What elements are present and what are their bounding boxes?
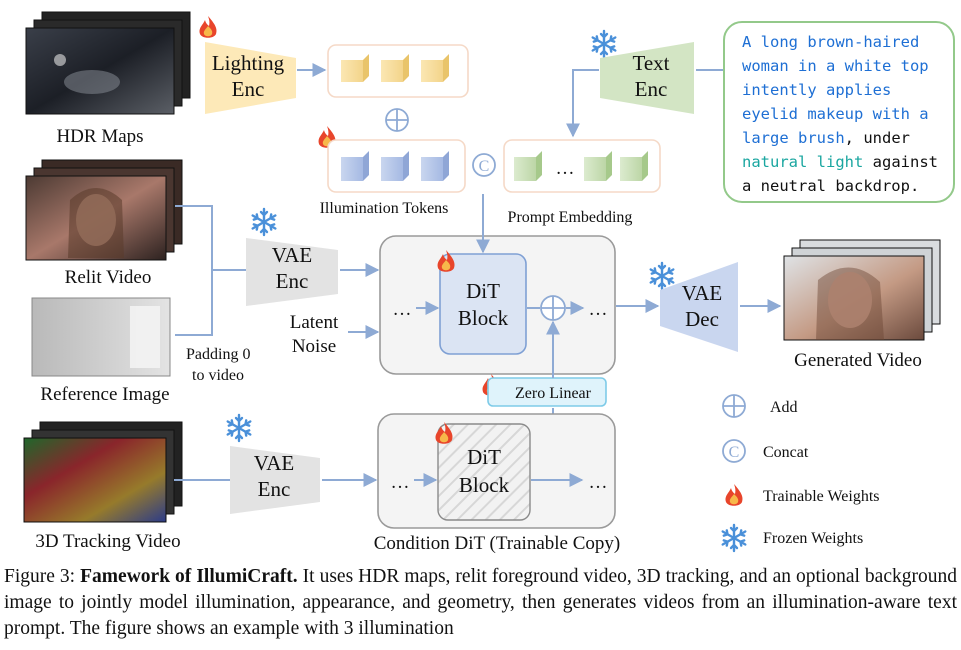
lighting-token	[341, 54, 369, 82]
reference-image-label: Reference Image	[40, 384, 169, 405]
lighting-token	[381, 54, 409, 82]
add-symbol	[385, 108, 409, 132]
legend-add: Add	[770, 399, 798, 416]
svg-text:C: C	[479, 158, 490, 175]
padding-label-2: to video	[192, 367, 244, 384]
vae-dec-label-1: VAE	[682, 281, 722, 305]
prompt-token	[514, 151, 542, 181]
lighting-encoder	[205, 42, 296, 114]
zero-linear-label: Zero Linear	[515, 385, 592, 402]
legend: Add C Concat Trainable Weights Frozen We…	[721, 394, 879, 553]
frozen-snowflake-icon	[226, 413, 252, 443]
illumination-tokens-label: Illumination Tokens	[320, 200, 449, 217]
text-prompt-box	[723, 21, 955, 203]
lighting-enc-label-2: Enc	[232, 77, 265, 101]
prompt-embedding-label: Prompt Embedding	[508, 209, 633, 226]
frozen-snowflake-icon	[591, 29, 617, 59]
caption-prefix: Figure 3:	[4, 566, 81, 587]
main-dit-ellipsis-left: …	[393, 299, 412, 320]
prompt-token	[584, 151, 612, 181]
vae-decoder	[660, 262, 738, 352]
concat-symbol: C	[472, 153, 496, 177]
legend-trainable: Trainable Weights	[763, 488, 879, 505]
condition-dit-block-label-1: DiT	[467, 445, 501, 469]
trainable-fire-icon	[725, 484, 743, 506]
vae-enc-label-2: Enc	[276, 269, 309, 293]
figure-caption: Figure 3: Famework of IllumiCraft. It us…	[4, 564, 957, 642]
legend-frozen: Frozen Weights	[763, 530, 863, 547]
caption-title: Famework of IllumiCraft.	[80, 566, 298, 587]
dit-block-label-1: DiT	[466, 279, 500, 303]
condition-dit-label: Condition DiT (Trainable Copy)	[374, 533, 620, 554]
reference-image	[31, 297, 171, 377]
frozen-snowflake-icon	[721, 523, 747, 553]
vae-enc2-label-1: VAE	[254, 451, 294, 475]
latent-noise-label-2: Noise	[292, 336, 336, 357]
hdr-maps-stack	[25, 11, 191, 115]
text-enc-label-1: Text	[632, 51, 669, 75]
tracking-video-stack	[23, 421, 183, 523]
latent-noise-label-1: Latent	[290, 312, 339, 333]
legend-concat: Concat	[763, 444, 809, 461]
lighting-enc-label-1: Lighting	[212, 51, 285, 75]
condition-dit-ellipsis-left: …	[391, 472, 410, 493]
vae-enc2-label-2: Enc	[258, 477, 291, 501]
vae-encoder-tracking	[230, 446, 320, 514]
illumination-token	[421, 151, 449, 181]
illumination-token	[341, 151, 369, 181]
vae-encoder	[246, 238, 338, 306]
relit-video-label: Relit Video	[65, 267, 152, 288]
dit-block	[439, 253, 527, 355]
condition-dit-ellipsis-right: …	[589, 472, 608, 493]
arrow	[566, 69, 599, 138]
dit-block-label-2: Block	[458, 306, 509, 330]
framework-diagram: HDR Maps Relit Video Reference Image 3D …	[23, 11, 955, 554]
tracking-video-label: 3D Tracking Video	[35, 531, 180, 552]
illumination-token	[381, 151, 409, 181]
text-enc-label-2: Enc	[635, 77, 668, 101]
condition-dit-block-label-2: Block	[459, 473, 510, 497]
vae-enc-label-1: VAE	[272, 243, 312, 267]
caption-body: It uses HDR maps, relit foreground video…	[4, 566, 957, 639]
padding-label-1: Padding 0	[186, 346, 250, 363]
prompt-ellipsis: …	[556, 158, 575, 179]
prompt-token	[620, 151, 648, 181]
frozen-snowflake-icon	[251, 207, 277, 237]
generated-video-label: Generated Video	[794, 350, 922, 371]
trainable-fire-icon	[199, 16, 217, 38]
svg-text:C: C	[729, 444, 740, 461]
hdr-maps-label: HDR Maps	[56, 126, 143, 147]
condition-dit-block	[437, 423, 531, 521]
main-dit-ellipsis-right: …	[589, 299, 608, 320]
frozen-snowflake-icon	[649, 261, 675, 291]
text-encoder	[600, 42, 694, 114]
concat-legend-icon: C	[722, 439, 746, 463]
add-legend-icon	[722, 394, 746, 418]
generated-video-stack	[783, 239, 941, 341]
relit-video-stack	[25, 159, 183, 261]
lighting-token	[421, 54, 449, 82]
vae-dec-label-2: Dec	[685, 307, 719, 331]
zero-linear-box	[487, 377, 607, 407]
text-prompt: A long brown-haired woman in a white top…	[742, 33, 947, 195]
add-symbol	[540, 295, 566, 321]
